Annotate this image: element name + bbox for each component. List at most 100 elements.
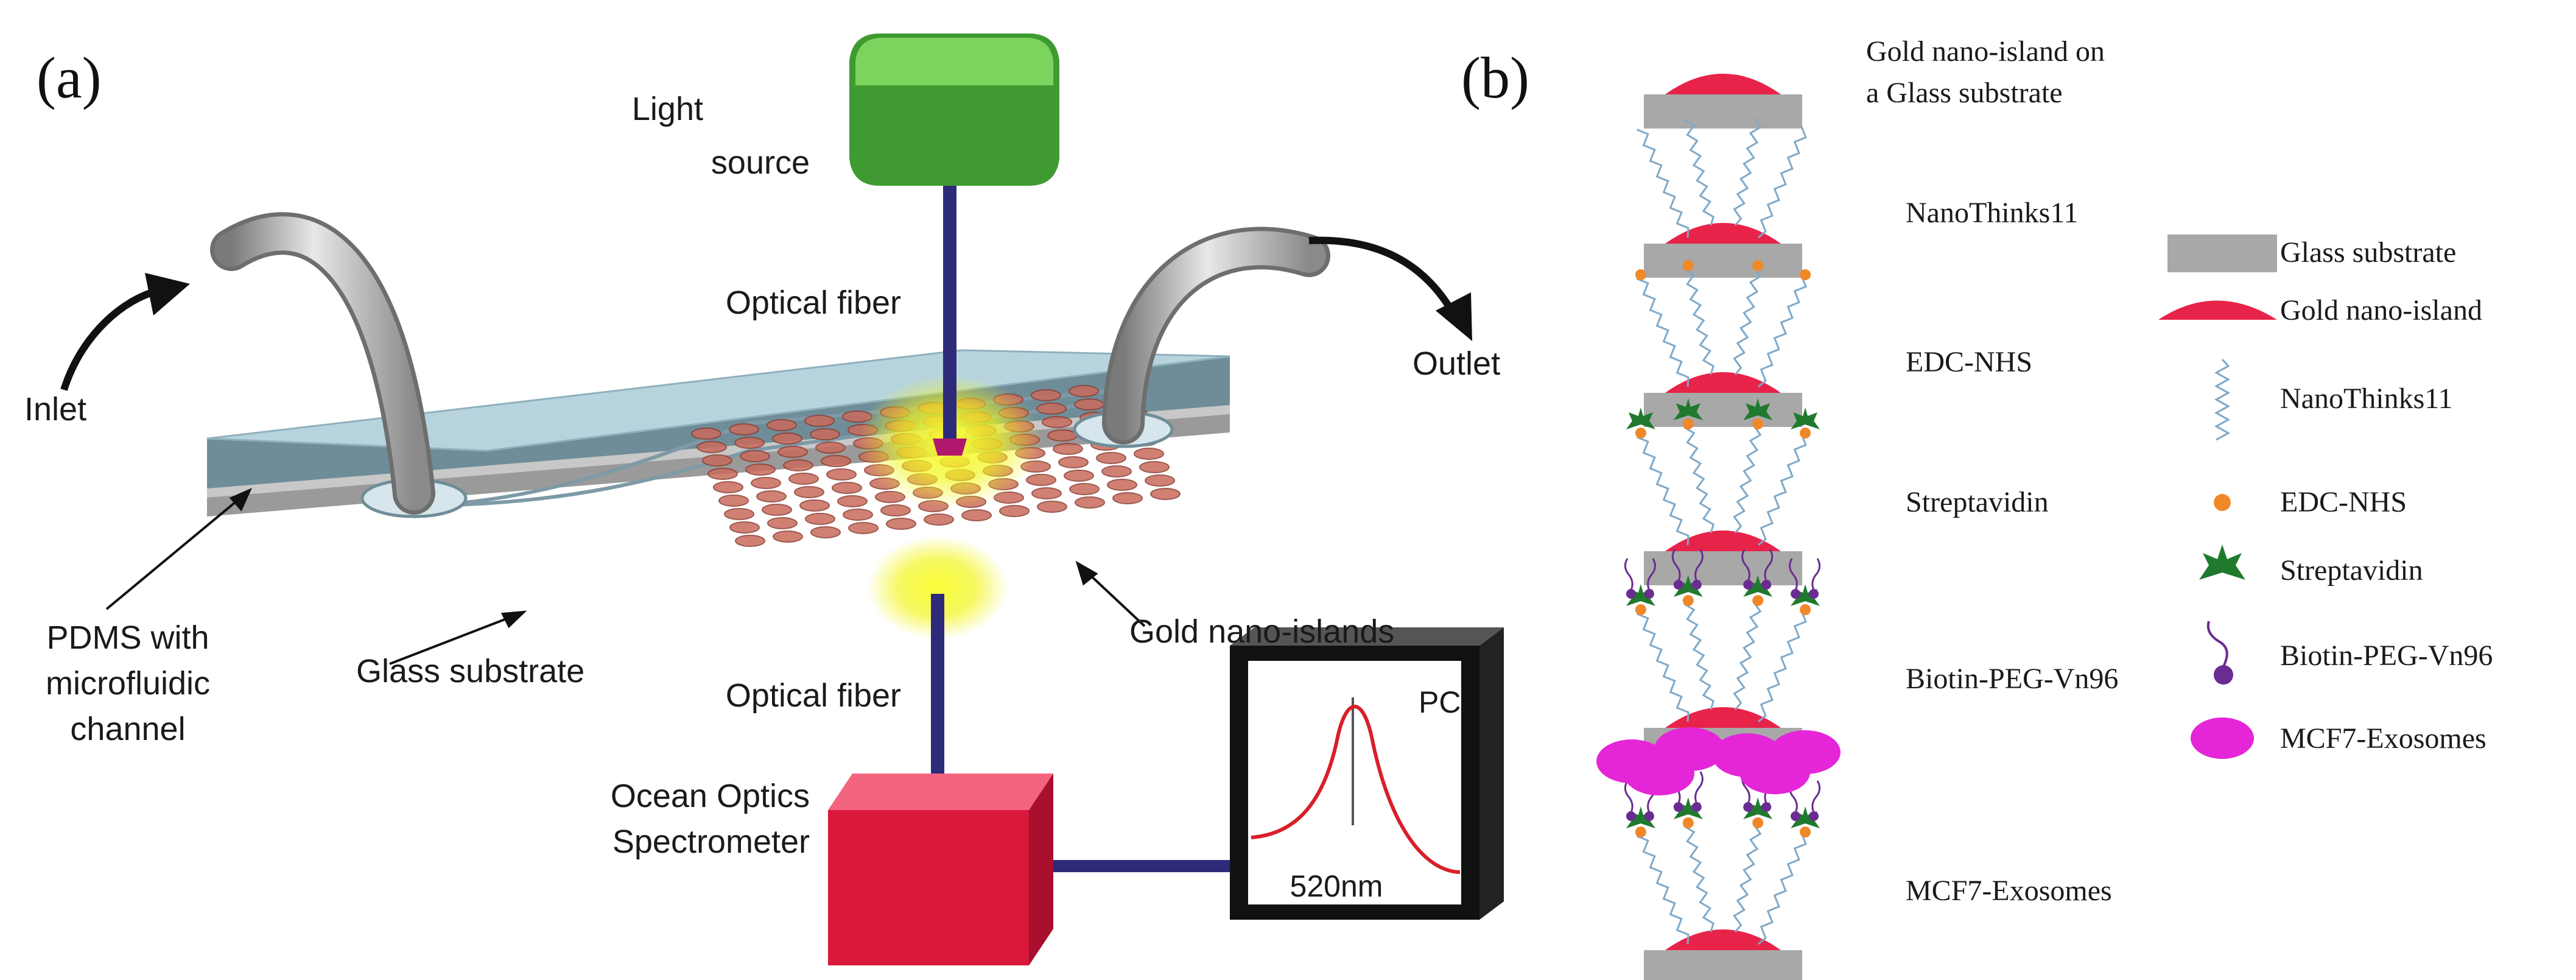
light-source-label-line1: Light [632,91,703,127]
nanothinks11-linker [1758,125,1807,239]
light-source-cube [849,33,1059,186]
gold-nano-island [707,468,738,480]
streptavidin-shape [1673,398,1703,420]
biotin-peg-chain [1789,558,1798,591]
edc-nhs-dot [1635,827,1646,837]
nanothinks11-linker [1636,835,1690,945]
streptavidin-shape [1743,575,1773,597]
gold-nano-island [1026,474,1056,486]
nanothinks11-linker [1636,613,1690,722]
nanothinks11-linker [1683,825,1714,932]
optical-fiber-bottom-label: Optical fiber [726,677,901,714]
edc-nhs-dot [1752,260,1764,271]
edc-nhs-dot [1752,595,1764,606]
gold-nano-island [886,518,916,530]
step-2-label: NanoThinks11 [1906,197,2079,229]
nanothinks11-linker [1733,425,1762,534]
gold-nano-island [735,535,765,547]
gold-nano-island [794,486,824,498]
streptavidin-shape [1743,797,1773,819]
panel-a: (a) [24,33,1504,965]
gold-nano-island [773,531,803,543]
pc-label: PC [1419,685,1461,719]
gold-nano-island [815,442,846,454]
peak-wavelength-label: 520nm [1290,869,1383,903]
top-optical-fiber [943,186,956,442]
step-6-label: MCF7-Exosomes [1906,875,2112,907]
gold-nano-island [772,432,802,445]
gold-nano-island [804,415,835,427]
gold-nano-island [799,499,830,512]
gold-nano-island [1112,492,1143,504]
inlet-arrowhead [145,273,190,316]
streptavidin-shape [1791,584,1820,606]
nanothinks11-linker [1636,278,1690,387]
step-4-diagram [1626,398,1820,585]
gold-nano-island [999,505,1030,517]
gold-nano-island [697,441,727,453]
nanothinks11-linker [1733,823,1762,932]
spectrometer-label-line2: Spectrometer [612,823,810,860]
legend-streptavidin-icon [2199,545,2245,580]
legend-gold-nano-island-icon [2158,300,2277,320]
gold-nano-island [1069,385,1099,397]
edc-nhs-dot [1682,418,1694,429]
mcf7-exosome [1624,752,1694,795]
biotin-peg-chain [1694,771,1704,804]
biotin-bead [1644,811,1654,821]
glass-substrate-block [1644,551,1802,585]
nanothinks11-linker [1733,266,1762,375]
gold-nano-island [745,464,776,476]
gold-nano-island [1069,483,1100,495]
edc-nhs-dot [1800,269,1811,280]
nanothinks11-linker [1758,275,1807,388]
step-2-diagram [1636,117,1807,278]
glass-substrate-block [1644,94,1802,129]
gold-nano-island [1031,389,1061,401]
biotin-bead [1673,802,1683,812]
nanothinks11-linker [1683,426,1714,534]
spectrometer-pc-cable [1053,860,1254,872]
nanothinks11-linker [1683,268,1714,375]
gold-nano-island [1145,474,1175,487]
legend-biotin-bead-icon [2214,665,2233,685]
gold-nano-island [1665,929,1781,950]
gold-nano-island [713,481,743,493]
step-6-diagram [1596,727,1841,980]
streptavidin-shape [1791,407,1820,429]
gold-nano-island [783,459,813,471]
gold-nano-island [767,517,798,529]
legend-nanothinks11-label: NanoThinks11 [2280,382,2453,415]
glass-substrate-block [1644,393,1802,427]
gold-nano-island [1047,429,1078,442]
gold-nano-island [1139,461,1170,473]
bottom-light-glow [868,536,1008,640]
gold-nano-island [1134,448,1164,460]
edc-nhs-dot [1752,418,1764,429]
gold-nano-island [1036,403,1067,415]
step-1-label-line2: a Glass substrate [1866,77,2063,109]
streptavidin-shape [1626,584,1655,606]
light-source-label-line2: source [711,144,810,181]
edc-nhs-dot [1682,260,1694,271]
gold-nano-island [756,490,787,502]
gold-nano-island [724,508,754,520]
biotin-bead [1761,580,1772,590]
biotin-bead [1743,802,1753,812]
nanothinks11-linker [1733,117,1762,226]
gold-nano-island [777,446,808,458]
fiber-tip-top [933,439,967,456]
nanothinks11-linker [1683,603,1714,710]
gold-nano-island [1101,465,1132,478]
gold-nano-island [1042,416,1072,428]
biotin-bead [1743,580,1753,590]
legend-mcf7-exosome-icon [2191,717,2254,759]
nanothinks11-linker [1733,601,1762,710]
streptavidin-shape [1673,575,1703,597]
spectrometer-box [828,774,1053,965]
gold-nano-island [1031,487,1062,499]
legend-glass-substrate-icon [2167,234,2277,272]
gold-nano-island [1665,74,1781,94]
nanothinks11-linker [1758,433,1807,546]
gold-nano-island [762,504,792,516]
